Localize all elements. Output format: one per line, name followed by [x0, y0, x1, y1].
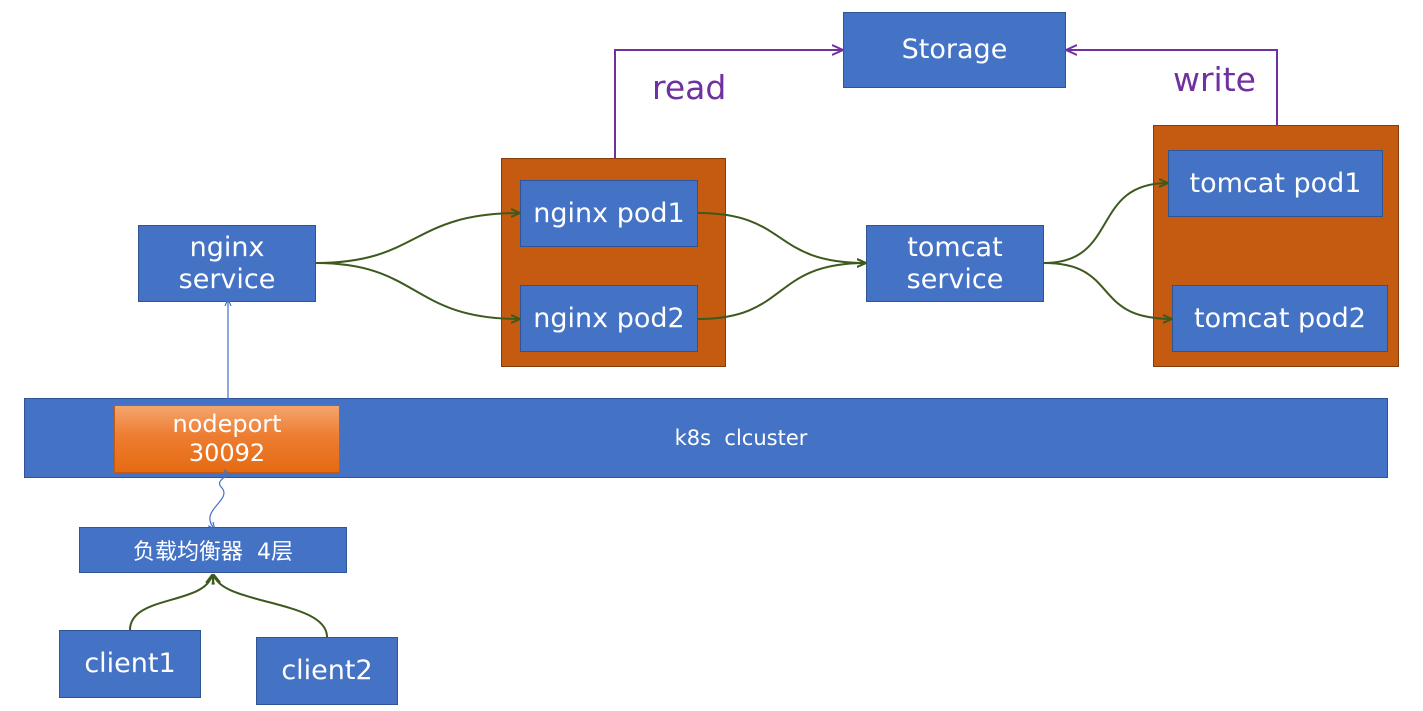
- nodeport-line1: nodeport: [172, 410, 282, 439]
- client2-label: client2: [281, 655, 373, 687]
- nginx-service-line1: nginx: [189, 232, 265, 264]
- edge-lb-nodeport: [210, 473, 226, 527]
- edge-read: [614, 50, 843, 158]
- client1-label: client1: [84, 648, 176, 680]
- nginx-pod1-node: nginx pod1: [520, 180, 698, 247]
- edge-client2-lb: [214, 575, 328, 638]
- load-balancer-label: 负载均衡器 4层: [133, 540, 293, 565]
- load-balancer-node: 负载均衡器 4层: [79, 527, 347, 573]
- k8s-cluster-label: k8s clcuster: [674, 426, 808, 450]
- tomcat-service-node: tomcat service: [866, 225, 1044, 302]
- edge-nginx-service-pod1: [315, 213, 520, 264]
- nginx-pod2-node: nginx pod2: [520, 285, 698, 352]
- edge-client1-lb: [129, 575, 212, 631]
- write-label: write: [1173, 60, 1256, 99]
- nginx-pod2-label: nginx pod2: [533, 302, 685, 334]
- tomcat-pod2-node: tomcat pod2: [1172, 285, 1388, 352]
- nginx-service-node: nginx service: [138, 225, 316, 302]
- edge-nginx-service-pod2: [315, 262, 520, 319]
- read-label: read: [652, 68, 727, 107]
- nodeport-node: nodeport 30092: [114, 405, 340, 473]
- client2-node: client2: [256, 637, 398, 705]
- nginx-service-line2: service: [178, 263, 276, 295]
- storage-label: Storage: [901, 34, 1008, 66]
- tomcat-pod1-node: tomcat pod1: [1168, 150, 1383, 217]
- edge-tomcat-service-pod1: [1043, 183, 1168, 264]
- nginx-pod1-label: nginx pod1: [533, 197, 685, 229]
- nodeport-line2: 30092: [188, 439, 266, 467]
- tomcat-service-line2: service: [906, 263, 1004, 295]
- client1-node: client1: [59, 630, 201, 698]
- tomcat-pod2-label: tomcat pod2: [1194, 302, 1366, 334]
- tomcat-service-line1: tomcat: [907, 232, 1003, 264]
- tomcat-pod1-label: tomcat pod1: [1189, 167, 1362, 199]
- storage-node: Storage: [843, 12, 1066, 88]
